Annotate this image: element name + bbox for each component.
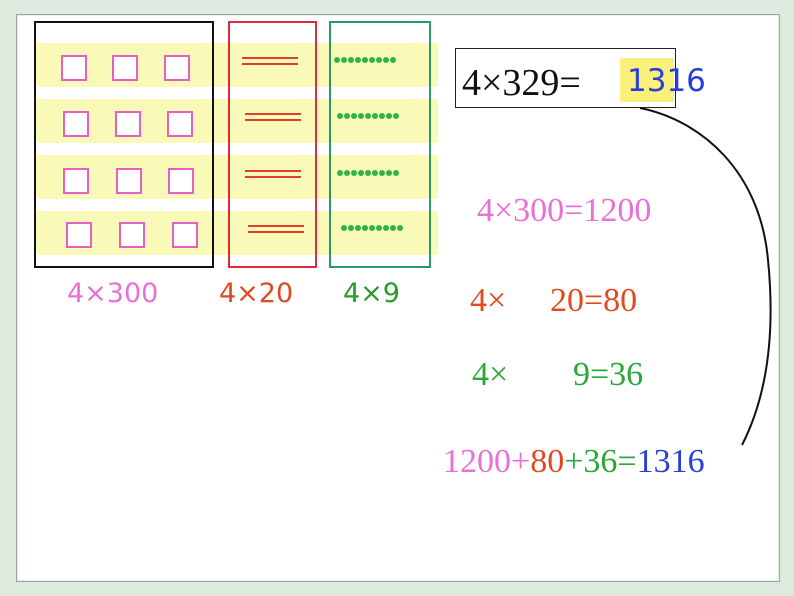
ones-dots — [337, 113, 399, 119]
sum-80: 80 — [530, 443, 565, 480]
hundred-square — [167, 111, 193, 137]
tens-rod — [242, 57, 298, 65]
hundred-square — [63, 168, 89, 194]
problem-answer: 1316 — [627, 63, 706, 99]
tens-rod — [245, 113, 301, 121]
ones-box — [329, 21, 431, 268]
sum-36: 36 — [583, 443, 618, 480]
ones-label: 4×9 — [343, 278, 400, 309]
row-strip-2 — [34, 99, 438, 143]
step-ones-factor: 4× — [472, 356, 509, 393]
ones-dots — [337, 170, 399, 176]
hundred-square — [164, 55, 190, 81]
hundred-square — [119, 222, 145, 248]
sum-plus: + — [511, 443, 531, 480]
hundreds-box — [34, 21, 214, 268]
hundred-square — [61, 55, 87, 81]
step-hundreds: 4×300=1200 — [477, 192, 652, 229]
sum-plus: + — [564, 443, 584, 480]
row-strip-1 — [34, 43, 438, 87]
hundred-square — [63, 111, 89, 137]
row-strip-3 — [34, 155, 438, 199]
hundred-square — [116, 168, 142, 194]
ones-dots — [334, 57, 396, 63]
tens-rod — [245, 170, 301, 178]
sum-equals: = — [617, 443, 637, 480]
tens-rod — [248, 225, 304, 233]
hundred-square — [66, 222, 92, 248]
step-tens-result: 20=80 — [550, 282, 638, 319]
hundred-square — [112, 55, 138, 81]
sum-total: 1316 — [636, 443, 705, 480]
tens-box — [228, 21, 317, 268]
row-strip-4 — [34, 211, 438, 255]
hundred-square — [115, 111, 141, 137]
hundred-square — [168, 168, 194, 194]
step-ones-result: 9=36 — [573, 356, 644, 393]
problem-equation: 4×329= — [462, 62, 581, 104]
hundreds-label: 4×300 — [67, 278, 159, 309]
problem-box — [455, 48, 676, 108]
answer-highlight — [620, 58, 674, 102]
step-tens-factor: 4× — [470, 282, 507, 319]
sum-equation: 1200+80+36=1316 — [443, 443, 705, 481]
tens-label: 4×20 — [219, 278, 294, 309]
sum-1200: 1200 — [443, 443, 511, 480]
ones-dots — [341, 225, 403, 231]
hundred-square — [172, 222, 198, 248]
